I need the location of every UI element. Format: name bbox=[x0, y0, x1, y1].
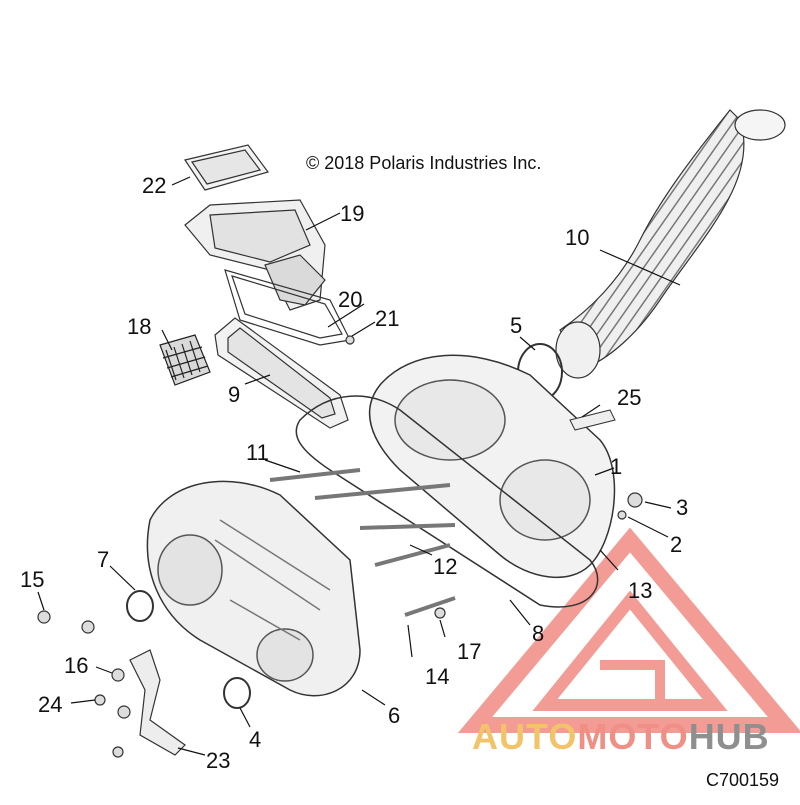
callout-4: 4 bbox=[249, 727, 261, 752]
part-19-duct bbox=[184, 199, 326, 311]
callout-12: 12 bbox=[433, 554, 457, 579]
part-8-seal bbox=[295, 395, 599, 608]
callout-1: 1 bbox=[610, 454, 622, 479]
callout-11: 11 bbox=[246, 440, 269, 465]
diagram-id: C700159 bbox=[706, 770, 780, 790]
callout-17: 17 bbox=[457, 639, 481, 664]
part-9-plate bbox=[214, 317, 349, 429]
callout-14: 14 bbox=[425, 664, 449, 689]
callout-10: 10 bbox=[565, 225, 589, 250]
callout-6: 6 bbox=[388, 703, 400, 728]
callout-21: 21 bbox=[375, 306, 399, 331]
part-18-screen bbox=[159, 334, 211, 386]
callout-2: 2 bbox=[670, 532, 682, 557]
callout-22: 22 bbox=[142, 173, 166, 198]
callout-5: 5 bbox=[510, 313, 522, 338]
watermark-triangle bbox=[457, 527, 800, 733]
callout-20: 20 bbox=[338, 287, 362, 312]
callout-23: 23 bbox=[206, 748, 230, 773]
callout-8: 8 bbox=[532, 621, 544, 646]
watermark-logo: AUTOMOTOHUB bbox=[472, 716, 770, 758]
callout-3: 3 bbox=[676, 495, 688, 520]
callout-25: 25 bbox=[617, 385, 641, 410]
watermark-auto: AUTO bbox=[472, 716, 578, 757]
callout-13: 13 bbox=[628, 578, 652, 603]
part-25-label bbox=[569, 409, 616, 431]
watermark-moto: MOTO bbox=[577, 716, 689, 757]
copyright-notice: © 2018 Polaris Industries Inc. bbox=[306, 153, 542, 173]
callout-15: 15 bbox=[20, 567, 44, 592]
part-7-oring bbox=[126, 590, 154, 622]
callout-7: 7 bbox=[97, 547, 109, 572]
part-20-gasket bbox=[224, 269, 351, 346]
callout-9: 9 bbox=[228, 382, 240, 407]
part-1-inner-cover bbox=[368, 354, 616, 578]
leader-lines bbox=[37, 176, 681, 756]
fasteners bbox=[37, 335, 643, 758]
part-22-gasket bbox=[184, 144, 269, 191]
callout-19: 19 bbox=[340, 201, 364, 226]
callout-18: 18 bbox=[127, 314, 151, 339]
callout-24: 24 bbox=[38, 692, 62, 717]
watermark-hub: HUB bbox=[688, 716, 770, 757]
part-10-duct bbox=[555, 109, 786, 379]
callout-16: 16 bbox=[64, 653, 88, 678]
part-23-bracket bbox=[129, 649, 186, 756]
part-6-outer-cover bbox=[146, 480, 361, 697]
part-4-oring bbox=[223, 677, 251, 709]
